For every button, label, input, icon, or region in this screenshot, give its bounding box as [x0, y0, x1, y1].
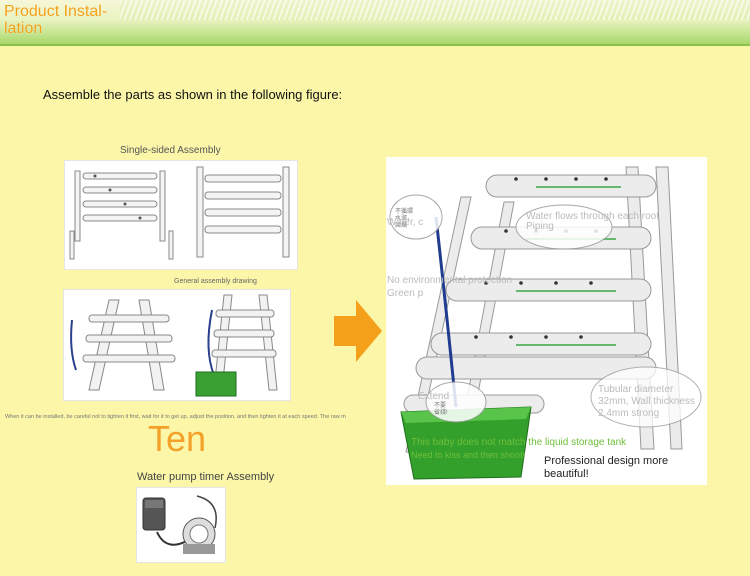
callout-water-flows: Water flows through each root	[526, 211, 660, 222]
main-diagram: 不循環 水漲， 腐爛 Water, c Water flows through …	[386, 157, 707, 485]
header-banner: Product Instal-lation	[0, 0, 750, 46]
intro-text: Assemble the parts as shown in the follo…	[43, 87, 343, 102]
callout-water: Water, c	[387, 217, 424, 228]
pump-caption: Water pump timer Assembly	[137, 471, 275, 483]
callout-tubular: Tubular diameter 32mm, Wall thickness 2.…	[598, 384, 695, 419]
pump-timer-drawing	[142, 495, 217, 554]
callout-extend-cjk: 不要 省錢!	[434, 403, 448, 416]
single-sided-figure	[64, 160, 298, 270]
a-frame-drawing	[389, 166, 702, 480]
callout-baby: This baby does not match the liquid stor…	[411, 437, 627, 448]
callout-kiss: Need to kiss and then shoot!	[411, 450, 526, 460]
callout-extend: Extend	[418, 391, 450, 402]
header-decoration	[120, 0, 750, 20]
ten-label: Ten	[148, 418, 207, 459]
callout-professional: Professional design more beautiful!	[544, 455, 669, 480]
general-assembly-caption: General assembly drawing	[174, 278, 257, 285]
single-sided-drawing	[69, 166, 290, 260]
general-assembly-drawing	[70, 294, 278, 397]
callout-no-env: No environmental protection	[387, 275, 513, 286]
general-assembly-figure	[63, 289, 291, 401]
installation-note: When it can be installed, be careful not…	[5, 414, 346, 420]
callout-water-cjk: 不循環 水漲， 腐爛	[395, 209, 414, 229]
callout-piping: Piping	[526, 221, 554, 232]
single-sided-caption: Single-sided Assembly	[120, 145, 221, 156]
callout-green: Green p	[387, 288, 424, 299]
arrow-right-icon	[334, 300, 382, 362]
page-title: Product Instal-lation	[4, 3, 108, 37]
pump-timer-figure	[136, 487, 226, 563]
